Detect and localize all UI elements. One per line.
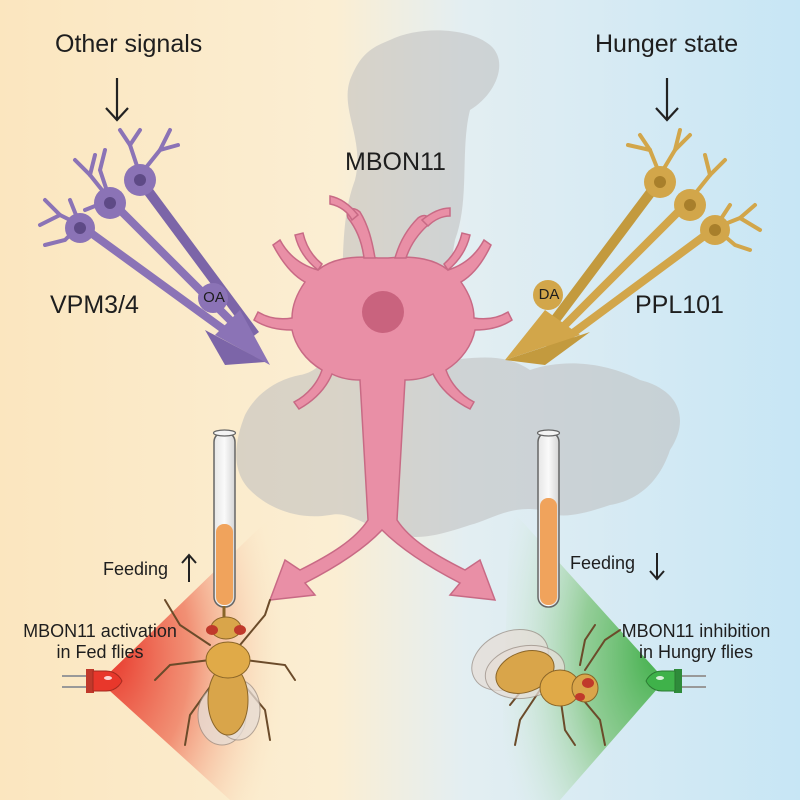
activation-label: MBON11 activation in Fed flies [10,621,190,663]
feeding-down-label: Feeding [570,553,636,573]
activation-line-2: in Fed flies [56,642,144,662]
da-label: DA [538,286,560,303]
feeding-up-label: Feeding [103,559,169,579]
red-led-icon [62,669,123,693]
down-arrow-left [105,78,129,122]
hunger-state-label: Hunger state [595,30,739,58]
green-led-icon [645,669,706,693]
ppl-label: PPL101 [635,291,724,319]
inhibition-label: MBON11 inhibition in Hungry flies [606,621,786,663]
down-arrow-right [655,78,679,122]
fly-icon [471,624,621,746]
oa-label: OA [203,289,225,306]
dopamine-neuron-icon [505,128,762,365]
mbon11-label: MBON11 [345,148,446,176]
activation-line-1: MBON11 activation [23,621,177,641]
octopamine-neuron-icon [38,128,270,365]
test-tube-icon [212,429,237,608]
test-tube-icon [536,429,561,608]
up-arrow-feeding [181,553,197,582]
brain-silhouette [236,30,680,537]
inhibition-line-2: in Hungry flies [638,642,754,662]
mbon11-nucleus [362,291,404,333]
other-signals-label: Other signals [55,30,203,58]
vpm-label: VPM3/4 [50,291,139,319]
oa-badge [198,283,228,313]
da-badge [533,280,563,310]
down-arrow-feeding [649,553,665,581]
fly-icon [154,599,296,746]
mbon11-neuron-icon [253,195,513,601]
inhibition-line-1: MBON11 inhibition [621,621,771,641]
